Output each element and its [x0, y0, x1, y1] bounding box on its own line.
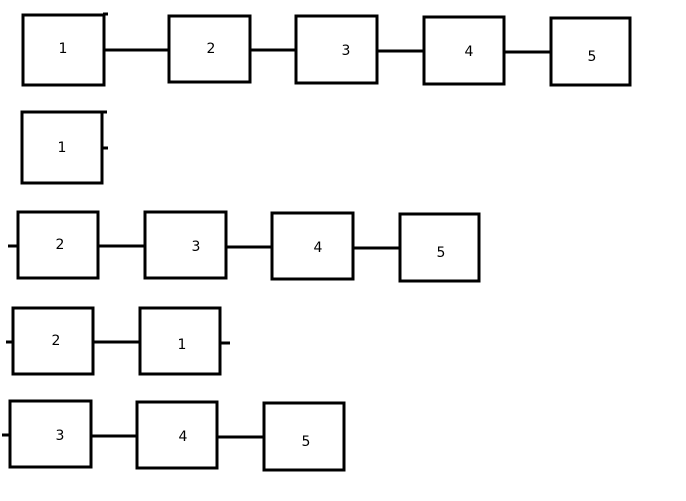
row-4-node-1 — [138, 306, 222, 376]
row-3-node-3 — [143, 210, 228, 280]
row-1-node-2 — [167, 14, 252, 84]
row-3: 2 3 4 5 — [8, 210, 481, 283]
row-1-node-3 — [294, 14, 379, 85]
row-1-node-5 — [549, 16, 632, 87]
row-1-node-1-label: 1 — [59, 41, 68, 57]
row-3-node-2-label: 2 — [56, 237, 65, 253]
row-5-node-4 — [135, 400, 219, 470]
row-1-node-5-label: 5 — [588, 49, 597, 65]
row-5-node-5 — [262, 401, 346, 472]
row-2-node-1 — [20, 110, 104, 185]
row-3-node-5 — [398, 212, 481, 283]
row-5-node-5-label: 5 — [302, 434, 311, 450]
row-5-node-4-label: 4 — [179, 429, 188, 445]
row-2: 1 — [20, 110, 108, 185]
row-3-node-2 — [16, 210, 100, 280]
row-2-node-1-label: 1 — [58, 140, 67, 156]
row-3-node-5-label: 5 — [437, 245, 446, 261]
row-3-node-4 — [270, 211, 355, 281]
row-1-node-3-label: 3 — [342, 43, 351, 59]
row-4: 2 1 — [6, 306, 230, 376]
row-5-node-3-label: 3 — [56, 428, 65, 444]
row-4-node-2-label: 2 — [52, 333, 61, 349]
row-1: 1 2 3 4 5 — [21, 12, 632, 87]
row-4-node-1-label: 1 — [178, 337, 187, 353]
row-1-node-2-label: 2 — [207, 41, 216, 57]
row-3-node-3-label: 3 — [192, 239, 201, 255]
row-1-node-1 — [21, 13, 106, 87]
row-5-node-3 — [8, 399, 93, 469]
row-1-node-4 — [422, 15, 506, 86]
row-3-node-4-label: 4 — [314, 240, 323, 256]
row-4-node-2 — [11, 306, 95, 376]
row-5: 3 4 5 — [2, 399, 346, 472]
row-1-node-4-label: 4 — [465, 44, 474, 60]
